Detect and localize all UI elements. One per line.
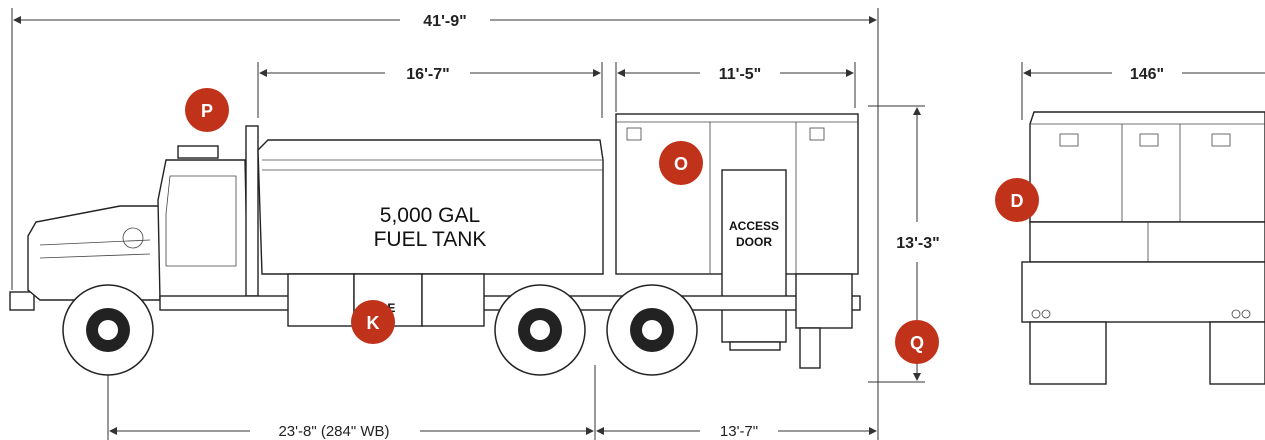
rear-module bbox=[1029, 111, 1265, 223]
cab-window bbox=[165, 175, 237, 267]
width-label: 146" bbox=[1130, 66, 1164, 83]
rear-wheel-1 bbox=[494, 284, 586, 376]
tank-length-label: 16'-7" bbox=[406, 66, 449, 83]
wheelbase-label: 23'-8" (284" WB) bbox=[278, 423, 389, 440]
rear-overhang-label: 13'-7" bbox=[720, 423, 758, 440]
front-wheel bbox=[62, 284, 154, 376]
rear-wheel-2 bbox=[606, 284, 698, 376]
access-door-label-line1: ACCESS bbox=[729, 219, 779, 233]
rear-mud-flap-right bbox=[1209, 321, 1265, 385]
svg-text:O: O bbox=[674, 154, 688, 174]
tank-label-line1: 5,000 GAL bbox=[380, 204, 480, 227]
truck-side-view: 5,000 GAL FUEL TANK ACCESS DOOR GE bbox=[9, 113, 861, 369]
access-door bbox=[721, 169, 787, 343]
badge-o: O bbox=[659, 141, 703, 185]
badge-q: Q bbox=[895, 320, 939, 364]
svg-text:K: K bbox=[367, 313, 380, 333]
access-step bbox=[729, 341, 781, 351]
badge-p: P bbox=[185, 88, 229, 132]
rear-mud-flap-left bbox=[1029, 321, 1107, 385]
module-length-label: 11'-5" bbox=[719, 66, 762, 83]
rear-bumper bbox=[1021, 261, 1265, 323]
rear-compartment bbox=[1029, 221, 1265, 263]
front-bumper bbox=[9, 291, 35, 311]
badge-d: D bbox=[995, 178, 1039, 222]
tank-label-line2: FUEL TANK bbox=[374, 228, 487, 251]
overall-length-label: 41'-9" bbox=[423, 13, 466, 30]
svg-text:Q: Q bbox=[910, 333, 924, 353]
storage-box-3 bbox=[421, 273, 485, 327]
dimension-module-length: 11'-5" bbox=[615, 62, 856, 112]
mud-flap bbox=[799, 327, 821, 369]
dimension-width: 146" bbox=[1021, 62, 1265, 120]
exhaust-stack bbox=[245, 125, 259, 297]
dimension-overall-length: 41'-9" bbox=[11, 8, 879, 440]
badge-k: K bbox=[351, 300, 395, 344]
cab-roof-light bbox=[177, 145, 219, 159]
cab bbox=[157, 159, 249, 301]
svg-text:D: D bbox=[1011, 191, 1024, 211]
dimension-rear-overhang: 13'-7" bbox=[596, 423, 877, 440]
dimension-tank-length: 16'-7" bbox=[257, 62, 603, 118]
rear-storage-box bbox=[795, 273, 853, 329]
dimension-wheelbase: 23'-8" (284" WB) bbox=[107, 360, 596, 440]
truck-rear-view bbox=[1021, 111, 1265, 385]
storage-box-1 bbox=[287, 273, 355, 327]
svg-text:P: P bbox=[201, 101, 213, 121]
height-label: 13'-3" bbox=[896, 235, 939, 252]
access-door-label-line2: DOOR bbox=[736, 235, 772, 249]
